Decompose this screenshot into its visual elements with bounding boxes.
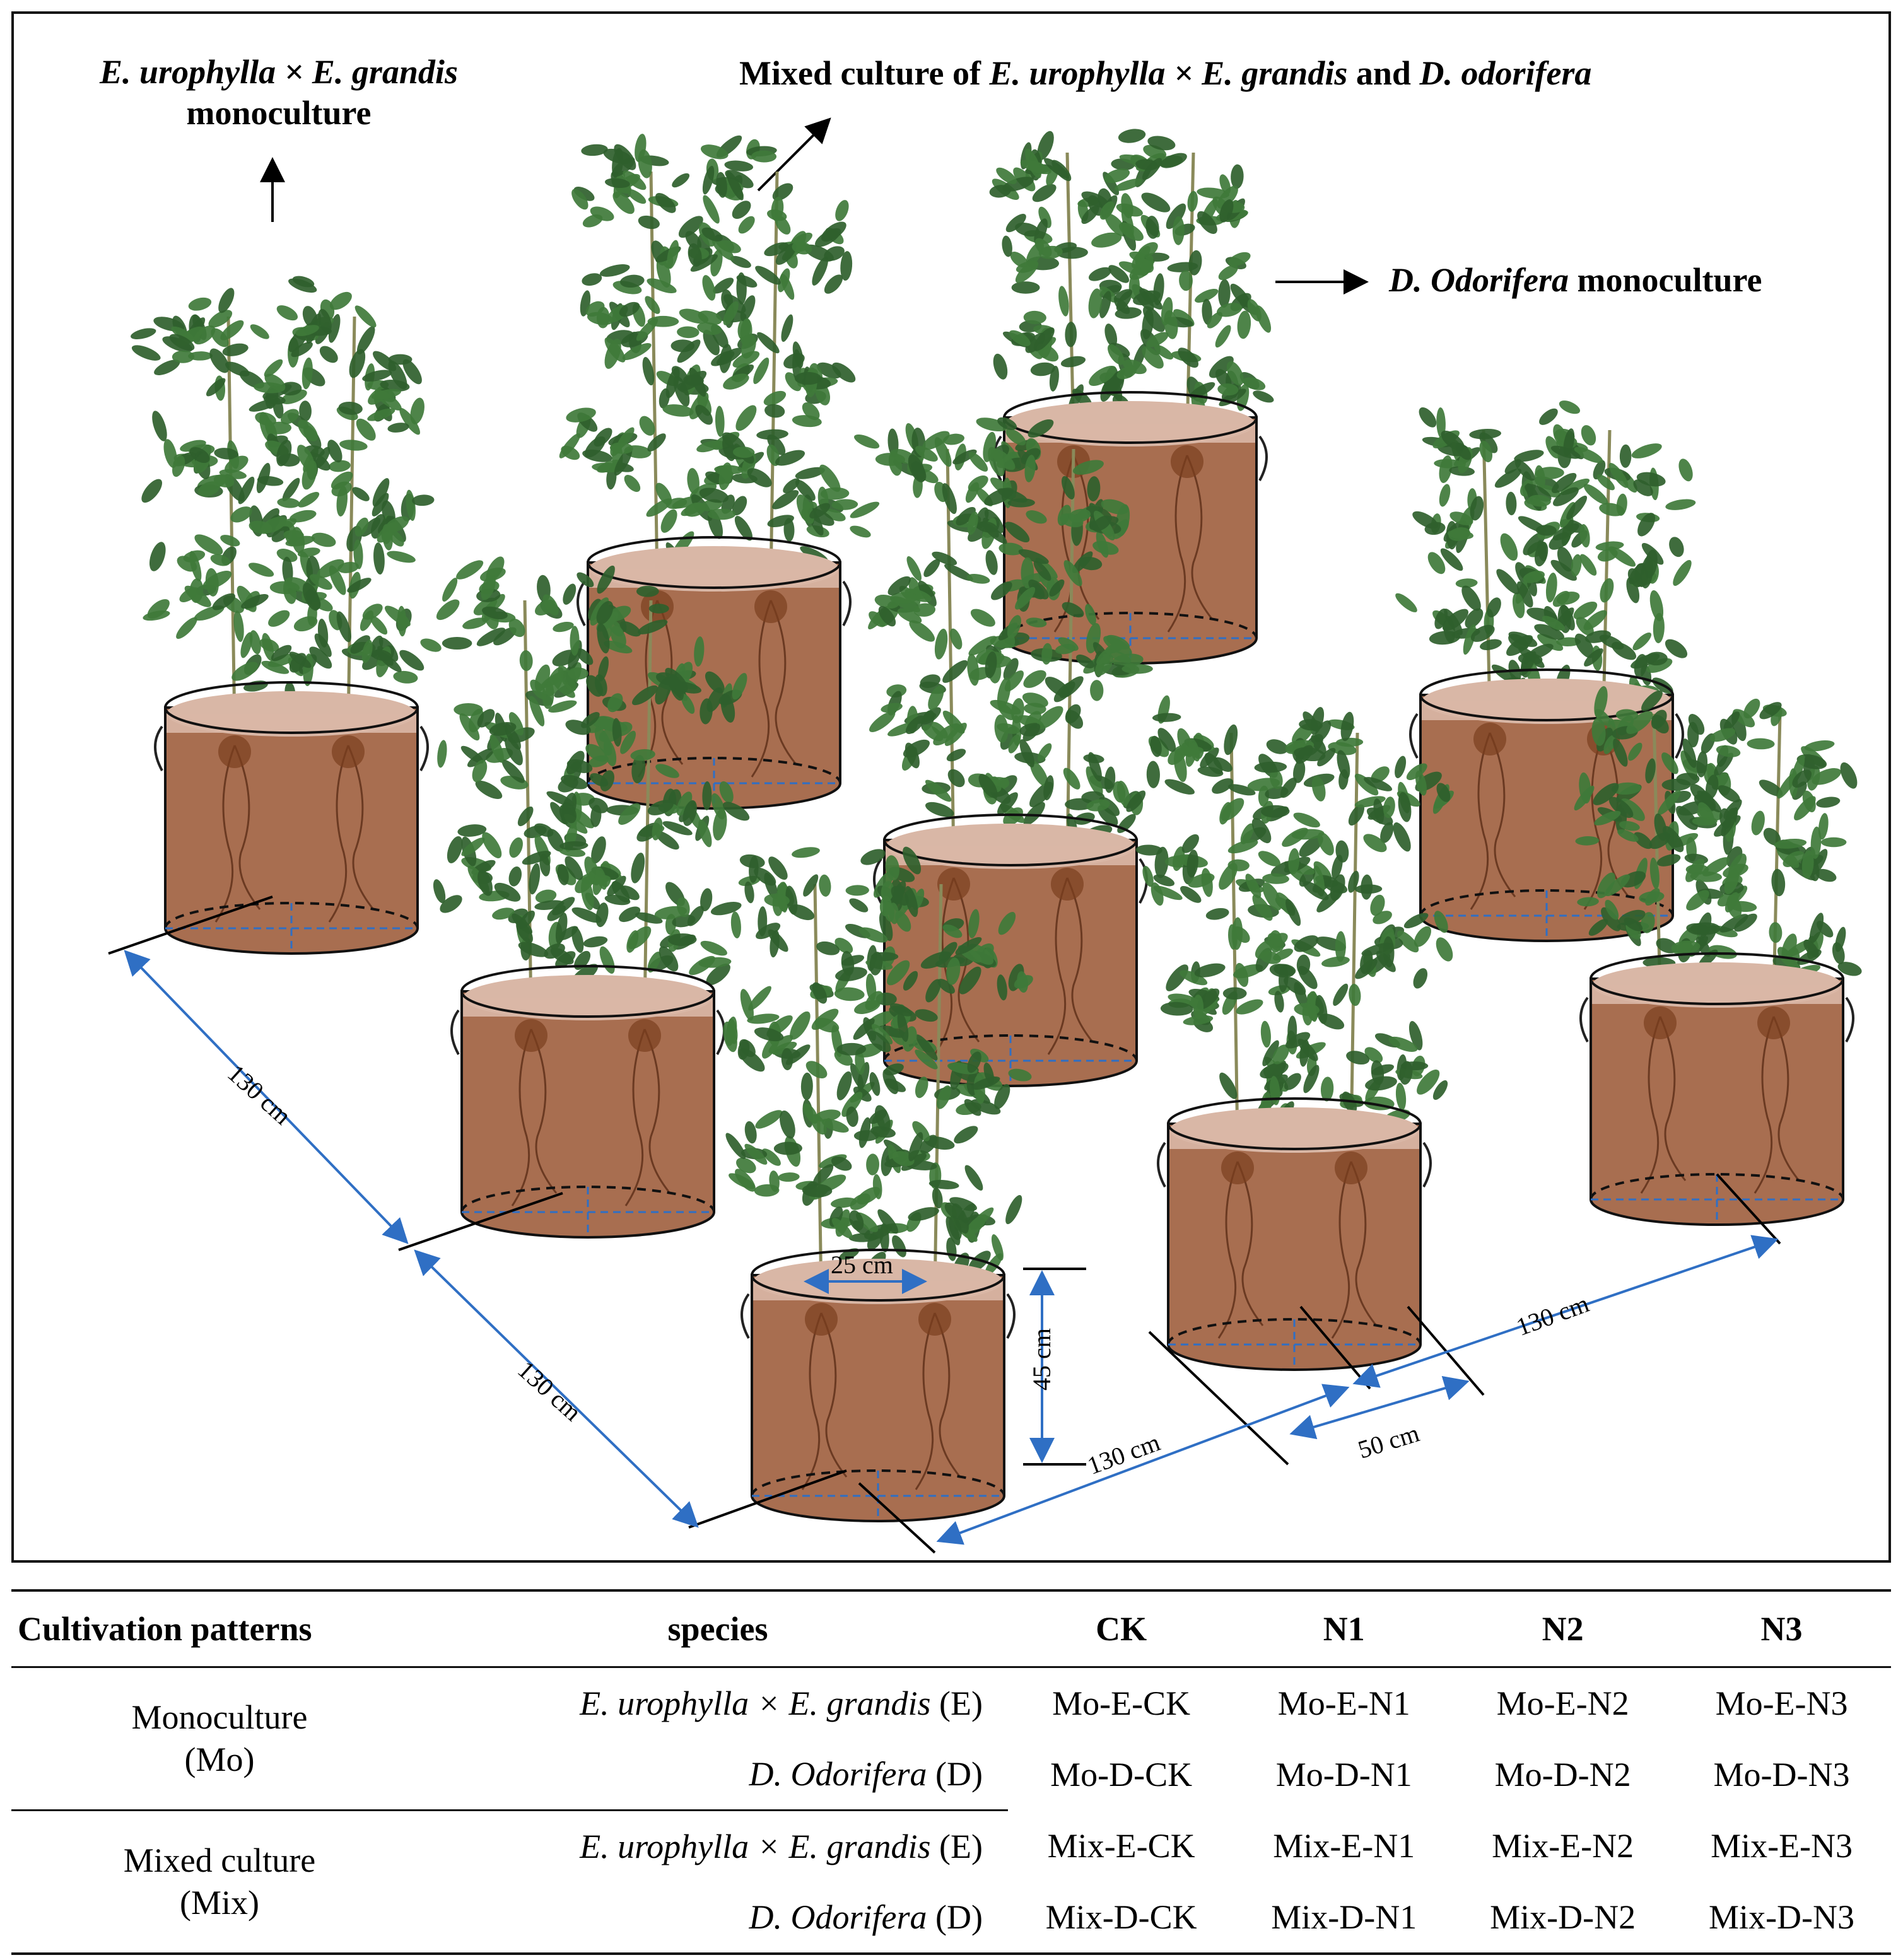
pot-eucalyptus xyxy=(1135,695,1454,1371)
label-dalbergia-suffix: monoculture xyxy=(1568,261,1762,299)
treatment-cell: Mo-D-N2 xyxy=(1494,1755,1631,1794)
pot-dalbergia xyxy=(1574,686,1862,1226)
label-mixed-prefix: Mixed culture of xyxy=(739,54,990,92)
label-eucalyptus-species: E. urophylla × E. grandis xyxy=(100,53,458,91)
table-row: D. Odorifera (D) Mo-D-CK Mo-D-N1 Mo-D-N2… xyxy=(11,1739,1891,1811)
label-dalbergia-monoculture: D. Odorifera monoculture xyxy=(1389,260,1762,301)
species-cell: E. urophylla × E. grandis (E) xyxy=(428,1667,1008,1739)
dim-label-height: 45 cm xyxy=(1027,1328,1056,1391)
treatment-cell: Mo-E-N2 xyxy=(1496,1684,1629,1722)
header-ck: CK xyxy=(1096,1610,1147,1648)
label-monoculture-word: monoculture xyxy=(186,93,372,132)
header-n2: N2 xyxy=(1542,1610,1584,1648)
treatment-cell: Mo-E-N3 xyxy=(1715,1684,1848,1722)
treatment-table: Cultivation patterns species CK N1 N2 N3… xyxy=(11,1589,1891,1954)
species-cell: D. Odorifera (D) xyxy=(428,1882,1008,1954)
species-name: D. Odorifera xyxy=(749,1898,927,1936)
treatment-cell: Mix-D-N1 xyxy=(1271,1898,1417,1936)
species-code: (E) xyxy=(930,1828,983,1865)
species-code: (D) xyxy=(927,1898,983,1936)
treatment-cell: Mix-D-CK xyxy=(1045,1898,1197,1936)
species-name: E. urophylla × E. grandis xyxy=(580,1828,931,1865)
pot-eucalyptus xyxy=(853,417,1160,1087)
species-name: D. Odorifera xyxy=(749,1755,927,1793)
treatment-cell: Mo-E-CK xyxy=(1052,1684,1191,1722)
species-cell: E. urophylla × E. grandis (E) xyxy=(428,1809,1008,1882)
label-eucalyptus-monoculture: E. urophylla × E. grandis monoculture xyxy=(52,52,506,134)
species-code: (D) xyxy=(927,1755,983,1793)
species-name: E. urophylla × E. grandis xyxy=(580,1684,931,1722)
treatment-cell: Mix-E-N2 xyxy=(1492,1827,1634,1865)
header-n3: N3 xyxy=(1760,1610,1803,1648)
treatment-cell: Mix-E-N3 xyxy=(1711,1827,1853,1865)
treatment-cell: Mo-D-N1 xyxy=(1275,1755,1412,1794)
pattern-mixed: Mixed culture (Mix) xyxy=(11,1809,428,1954)
table-row: Mixed culture (Mix) E. urophylla × E. gr… xyxy=(11,1809,1891,1954)
species-cell: D. Odorifera (D) xyxy=(428,1739,1008,1811)
pot-eucalyptus xyxy=(433,556,750,1239)
treatment-cell: Mix-E-CK xyxy=(1047,1827,1195,1865)
treatment-table-grid: Cultivation patterns species CK N1 N2 N3… xyxy=(11,1589,1891,1955)
pot-eucalyptus xyxy=(131,276,442,955)
header-n1: N1 xyxy=(1323,1610,1365,1648)
pot-dalbergia xyxy=(1395,400,1696,942)
treatment-cell: Mix-D-N3 xyxy=(1709,1898,1855,1936)
arrow-mixed xyxy=(757,117,831,192)
label-mixed-and: and xyxy=(1347,54,1420,92)
header-species: species xyxy=(667,1610,768,1648)
dim-label-diameter: 25 cm xyxy=(831,1251,893,1279)
treatment-cell: Mo-E-N1 xyxy=(1277,1684,1410,1722)
table-row: Monoculture (Mo) E. urophylla × E. grand… xyxy=(11,1667,1891,1778)
label-mixed-culture: Mixed culture of E. urophylla × E. grand… xyxy=(739,53,1591,94)
pattern-code: (Mix) xyxy=(180,1884,259,1922)
pattern-name: Monoculture xyxy=(131,1698,308,1736)
experiment-layout-diagram: E. urophylla × E. grandis monoculture Mi… xyxy=(11,11,1891,1563)
treatment-cell: Mix-E-N1 xyxy=(1273,1827,1415,1865)
pot-layout-illustration xyxy=(108,117,1862,1554)
treatment-cell: Mo-D-N3 xyxy=(1713,1755,1850,1794)
label-dalbergia-species: D. Odorifera xyxy=(1389,261,1569,299)
pattern-monoculture: Monoculture (Mo) xyxy=(11,1667,428,1811)
dimension-lines xyxy=(108,895,1781,1554)
pattern-code: (Mo) xyxy=(184,1741,255,1778)
header-cultivation-patterns: Cultivation patterns xyxy=(18,1610,312,1648)
treatment-cell: Mix-D-N2 xyxy=(1490,1898,1636,1936)
pot-eucalyptus xyxy=(559,134,880,810)
pattern-name: Mixed culture xyxy=(123,1841,316,1879)
label-mixed-species1: E. urophylla × E. grandis xyxy=(989,54,1348,92)
species-code: (E) xyxy=(930,1684,983,1722)
treatment-cell: Mo-D-CK xyxy=(1050,1755,1193,1794)
pot-eucalyptus xyxy=(723,846,1033,1522)
table-row: D. Odorifera (D) Mix-D-CK Mix-D-N1 Mix-D… xyxy=(11,1882,1891,1954)
label-mixed-species2: D. odorifera xyxy=(1419,54,1592,92)
table-header-row: Cultivation patterns species CK N1 N2 N3 xyxy=(11,1590,1891,1667)
